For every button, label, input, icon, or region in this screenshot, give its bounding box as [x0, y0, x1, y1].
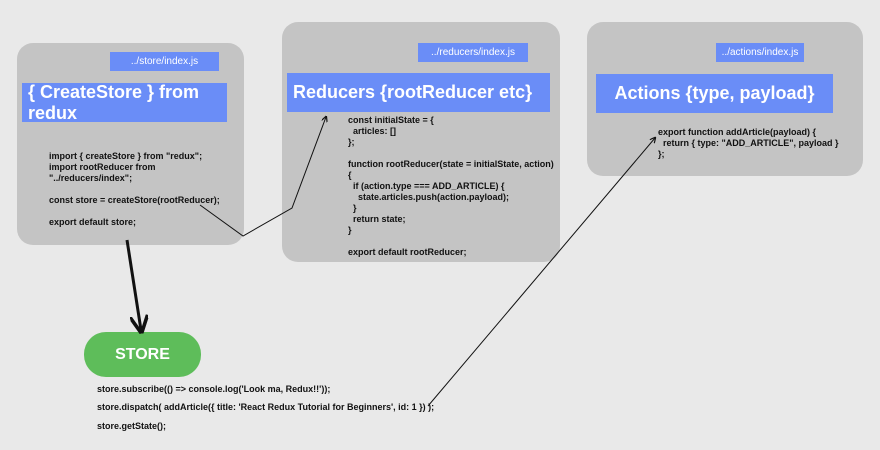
store-path-tag: ../store/index.js — [110, 52, 219, 71]
actions-code: export function addArticle(payload) { re… — [658, 127, 839, 159]
actions-header: Actions {type, payload} — [596, 74, 833, 113]
store-code: import { createStore } from "redux"; imp… — [49, 151, 220, 227]
store-header: { CreateStore } from redux — [22, 82, 227, 123]
dispatch-to-actions-arrow — [427, 138, 655, 407]
store-node: STORE — [84, 332, 201, 377]
actions-path-tag: ../actions/index.js — [716, 43, 804, 62]
store-to-node-arrow — [125, 239, 141, 330]
reducers-path-tag: ../reducers/index.js — [418, 43, 528, 62]
reducers-code: const initialState = { articles: [] }; f… — [348, 115, 554, 257]
store-to-reducers-arrow — [199, 117, 326, 237]
subscribe-line: store.subscribe(() => console.log('Look … — [97, 384, 331, 394]
reducers-header: Reducers {rootReducer etc} — [287, 73, 550, 112]
dispatch-line: store.dispatch( addArticle({ title: 'Rea… — [97, 402, 435, 412]
reducers-panel — [282, 22, 560, 262]
getstate-line: store.getState(); — [97, 421, 167, 431]
store-panel — [17, 43, 244, 245]
